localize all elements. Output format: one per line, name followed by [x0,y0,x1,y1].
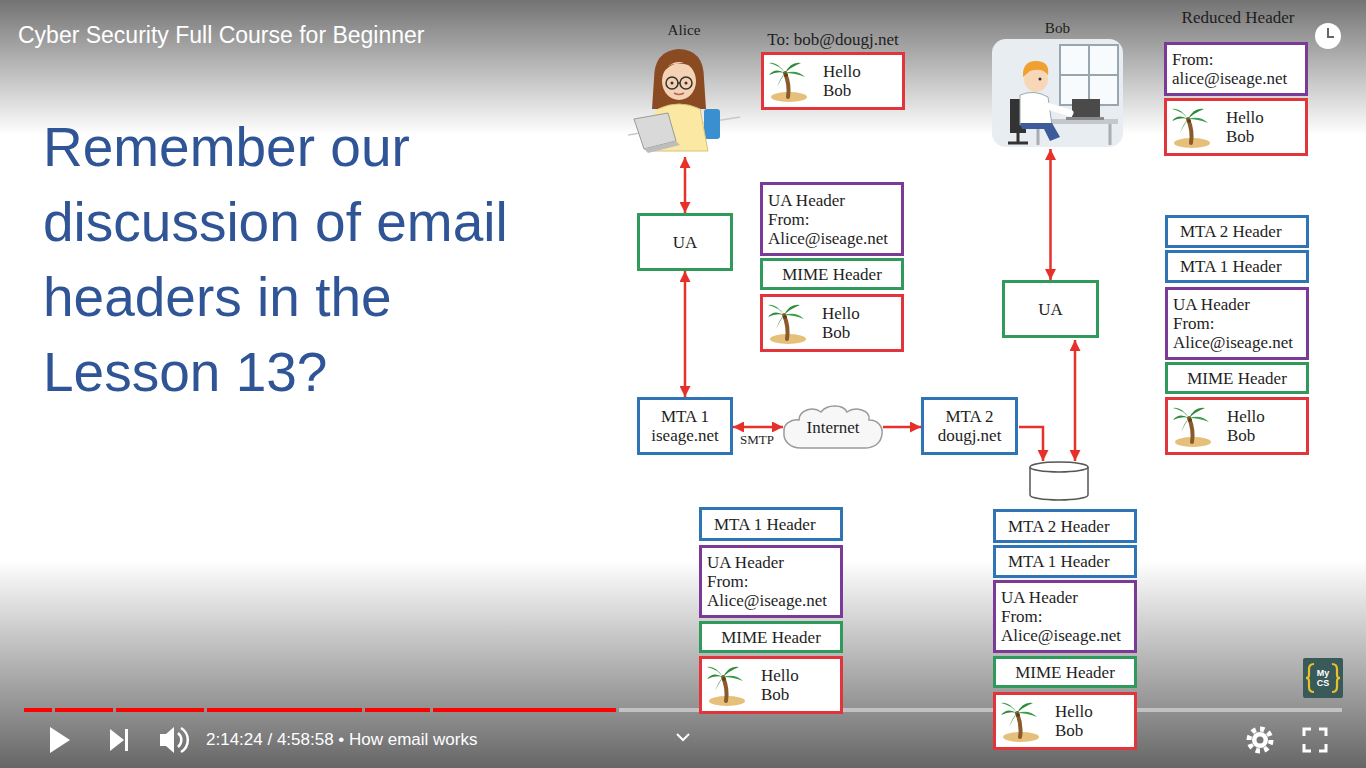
header-text: From: Alice@iseage.net [707,572,837,610]
message-flow-arrow [684,157,687,213]
box-label: MIME Header [1187,369,1287,388]
mta-header-box: MTA 1 Header [993,545,1137,578]
header-text: UA Header [1001,588,1078,607]
palm-icon [1171,404,1215,448]
palm-icon [705,663,749,707]
mail-store-cylinder [1030,462,1088,500]
mime-header-box: MIME Header [699,621,843,653]
video-title: Cyber Security Full Course for Beginner [18,22,425,48]
protocol-label: SMTP [739,432,775,447]
next-icon [110,729,128,751]
message-text: Hello Bob [1226,108,1278,146]
message-box: Hello Bob [1164,98,1308,156]
message-box: Hello Bob [760,294,904,352]
header-text: MTA 2 Header [1180,222,1282,241]
header-text: MTA 1 Header [714,515,816,534]
ua-header-box: UA HeaderFrom: Alice@iseage.net [993,580,1137,653]
message-text: Hello Bob [1227,407,1279,445]
settings-gear [1249,729,1271,751]
chapter-chevron [677,734,689,740]
play-icon [50,727,70,753]
mta-server-box: MTA 1 iseage.net [637,397,733,455]
palm-icon [1170,105,1214,149]
header-text: MTA 1 Header [1180,257,1282,276]
ua-header-box: From: alice@iseage.net [1164,42,1308,96]
ua-header-box: UA HeaderFrom: Alice@iseage.net [1165,287,1309,360]
message-text: Hello Bob [1055,702,1107,740]
box-label: MTA 1 iseage.net [644,407,726,445]
header-text: UA Header [707,553,784,572]
internet-cloud: Internet [783,402,883,452]
box-label: MIME Header [1015,663,1115,682]
mta-header-box: MTA 1 Header [699,507,843,541]
watch-later-clock [1315,23,1341,49]
message-text: Hello Bob [761,666,813,704]
message-flow-arrow [1049,149,1052,280]
box-label: UA [1038,300,1063,319]
header-text: From: alice@iseage.net [1172,50,1302,88]
person-illustration [628,39,740,157]
message-text: Hello Bob [822,304,874,342]
message-text: Hello Bob [823,62,875,100]
user-agent-box: UA [1002,280,1099,338]
fullscreen-icon [1304,729,1326,751]
delivery-arrow [1019,427,1043,461]
mta-header-box: MTA 2 Header [1165,215,1309,248]
box-label: UA [673,233,698,252]
box-label: MIME Header [782,265,882,284]
message-box: Hello Bob [699,656,843,714]
mta-header-box: MTA 1 Header [1165,250,1309,283]
message-box: Hello Bob [1165,397,1309,455]
video-time: 2:14:24 / 4:58:58 • How email works [206,729,477,751]
player-shade-bottom [0,560,1366,768]
header-text: From: Alice@iseage.net [1173,314,1303,352]
user-agent-box: UA [637,213,733,271]
mta-server-box: MTA 2 dougj.net [921,397,1018,455]
mta-header-box: MTA 2 Header [993,509,1137,543]
palm-icon [999,699,1043,743]
header-text: UA Header [768,191,845,210]
channel-logo [1303,658,1343,698]
palm-icon [766,301,810,345]
mime-header-box: MIME Header [1165,362,1309,394]
alice-figure: Alice [628,12,740,157]
box-label: MTA 2 dougj.net [928,407,1011,445]
retrieval-arrow [1074,340,1077,461]
volume-icon [160,727,188,753]
message-flow-arrow [684,271,687,397]
header-text: MTA 1 Header [1008,552,1110,571]
group-heading: Reduced Header [1160,8,1316,27]
mime-header-box: MIME Header [993,656,1137,688]
header-text: From: Alice@iseage.net [1001,607,1131,645]
message-box: Hello Bob [993,692,1137,750]
message-flow-arrow [733,426,783,429]
message-flow-arrow [883,426,921,429]
ua-header-box: UA HeaderFrom: Alice@iseage.net [699,545,843,618]
person-name: Bob [990,18,1125,37]
slide-heading: Remember our discussion of email headers… [43,110,583,410]
cloud-label: Internet [807,418,860,437]
address-line: To: bob@dougj.net [734,30,932,49]
bob-figure: Bob [990,14,1125,149]
header-text: MTA 2 Header [1008,517,1110,536]
channel-logo-text: My CS [1313,668,1333,688]
person-illustration [990,37,1125,149]
header-text: UA Header [1173,295,1250,314]
progress-bar [24,708,1342,712]
person-name: Alice [628,20,740,39]
ua-header-box: UA HeaderFrom: Alice@iseage.net [760,182,904,256]
box-label: MIME Header [721,628,821,647]
palm-icon [767,59,811,103]
message-box: To: bob@dougj.netHello Bob [761,52,905,110]
header-text: From: Alice@iseage.net [768,210,898,248]
mime-header-box: MIME Header [760,258,904,290]
